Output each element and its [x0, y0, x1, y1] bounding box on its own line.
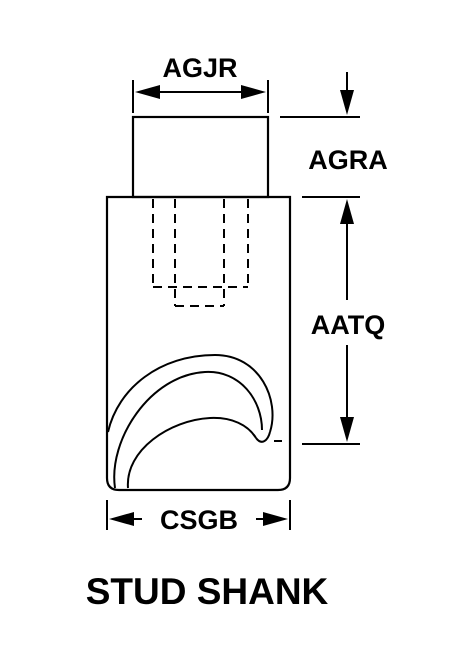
- agjr-label: AGJR: [162, 53, 237, 83]
- flute-groove: [107, 353, 282, 489]
- hidden-thread-lines: [152, 199, 249, 307]
- agra-dimension: AGRA: [308, 72, 388, 175]
- aatq-dimension: AATQ: [311, 199, 386, 442]
- agra-label: AGRA: [308, 145, 388, 175]
- stud-outline: [131, 115, 270, 199]
- aatq-label: AATQ: [311, 310, 386, 340]
- shank-outline: [105, 195, 292, 492]
- csgb-dimension: CSGB: [109, 505, 288, 535]
- agjr-dimension: AGJR: [135, 53, 266, 99]
- diagram-title: STUD SHANK: [86, 571, 329, 612]
- extension-lines: [106, 80, 360, 530]
- csgb-label: CSGB: [160, 505, 238, 535]
